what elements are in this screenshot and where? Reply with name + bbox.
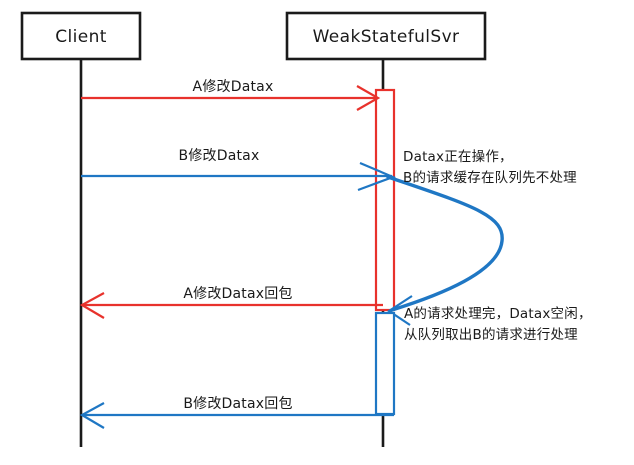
note-queued-line-2: B的请求缓存在队列先不处理 xyxy=(403,170,577,186)
participant-label-server: WeakStatefulSvr xyxy=(313,27,460,47)
message-label-b-reply: B修改Datax回包 xyxy=(183,396,292,412)
message-label-a-reply: A修改Datax回包 xyxy=(183,286,292,302)
activation-bar-b xyxy=(374,311,396,416)
message-arrowhead-a-reply xyxy=(79,292,105,319)
message-arrowhead-b-reply xyxy=(79,402,105,429)
message-arrowhead-a-request xyxy=(356,85,381,111)
message-label-a-request: A修改Datax xyxy=(193,79,274,95)
participant-box-client[interactable] xyxy=(20,11,142,61)
message-label-b-request: B修改Datax xyxy=(179,148,260,164)
queued-request-curve xyxy=(386,175,504,312)
note-dequeued-line-1: A的请求处理完，Datax空闲， xyxy=(404,306,592,322)
activation-bar-a xyxy=(374,88,396,312)
note-queued-line-1: Datax正在操作， xyxy=(403,149,513,165)
note-dequeued-line-2: 从队列取出B的请求进行处理 xyxy=(404,327,578,343)
participant-box-server[interactable] xyxy=(285,11,487,61)
queued-request-arrowhead xyxy=(387,295,413,326)
participant-label-client: Client xyxy=(55,27,107,47)
